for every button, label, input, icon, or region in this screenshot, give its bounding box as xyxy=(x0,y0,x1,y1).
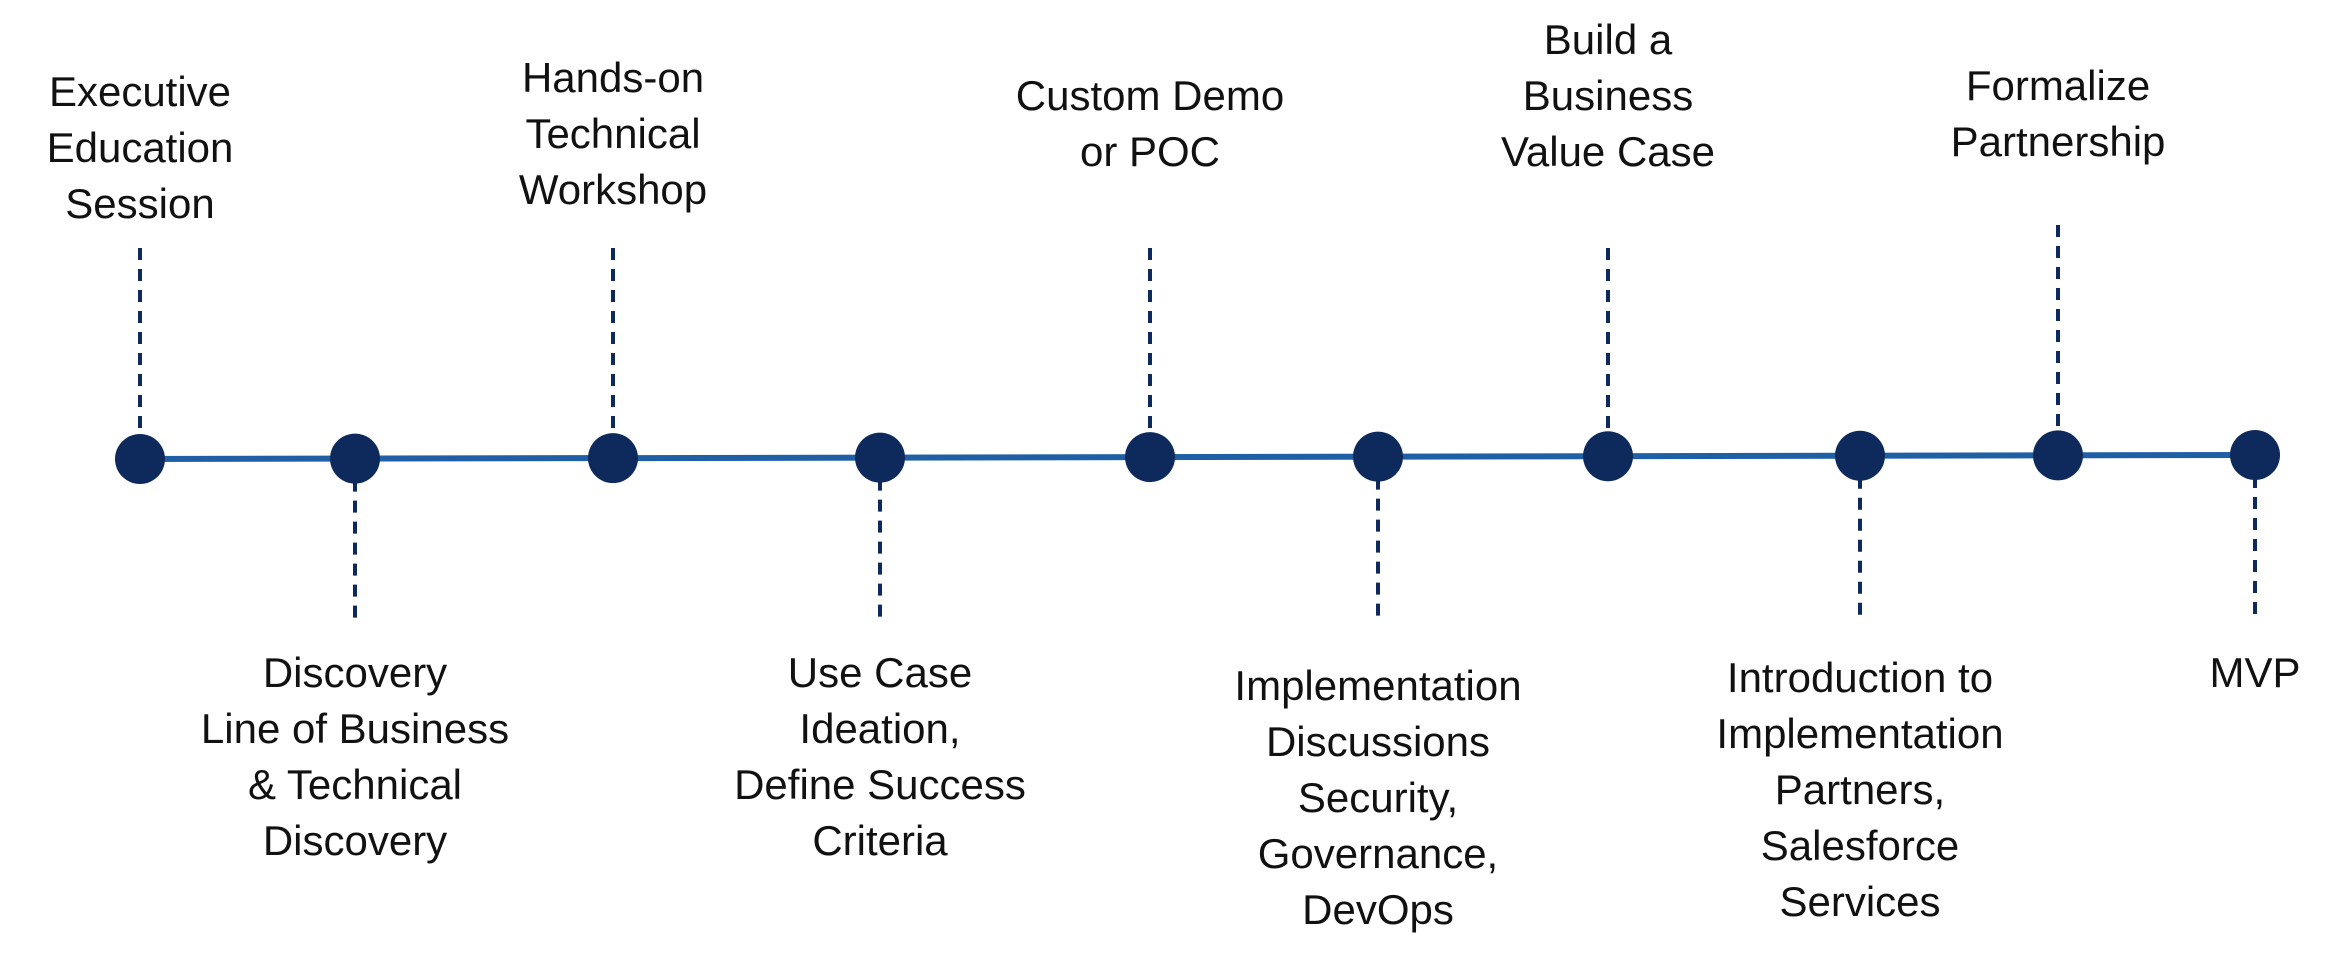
milestone-label: Executive Education Session xyxy=(46,68,234,227)
milestone-label: Hands-on Technical Workshop xyxy=(518,54,708,213)
milestone-node xyxy=(330,433,380,484)
milestone-label: Formalize Partnership xyxy=(1950,62,2166,165)
nodes-group xyxy=(115,430,2280,484)
milestone-node xyxy=(115,434,165,484)
milestone-label: Custom Demo or POC xyxy=(1015,72,1285,175)
timeline-line xyxy=(139,452,2256,462)
milestone-node xyxy=(1583,431,1633,482)
milestone-node xyxy=(1125,432,1175,483)
milestone-label: Introduction to Implementation Partners,… xyxy=(1716,654,2004,925)
milestone-node xyxy=(1835,430,1885,481)
milestone-label: Discovery Line of Business & Technical D… xyxy=(200,649,510,864)
milestone-node xyxy=(588,433,638,484)
milestone-label: Use Case Ideation, Define Success Criter… xyxy=(734,649,1026,864)
milestone-label: Build a Business Value Case xyxy=(1500,16,1716,175)
milestone-node xyxy=(2230,430,2280,480)
milestone-node xyxy=(855,432,905,483)
connectors-group xyxy=(138,225,2257,622)
milestone-node xyxy=(1353,431,1403,482)
milestone-label: MVP xyxy=(2209,649,2301,696)
milestone-label: Implementation Discussions Security, Gov… xyxy=(1234,662,1522,933)
milestone-node xyxy=(2033,430,2083,481)
